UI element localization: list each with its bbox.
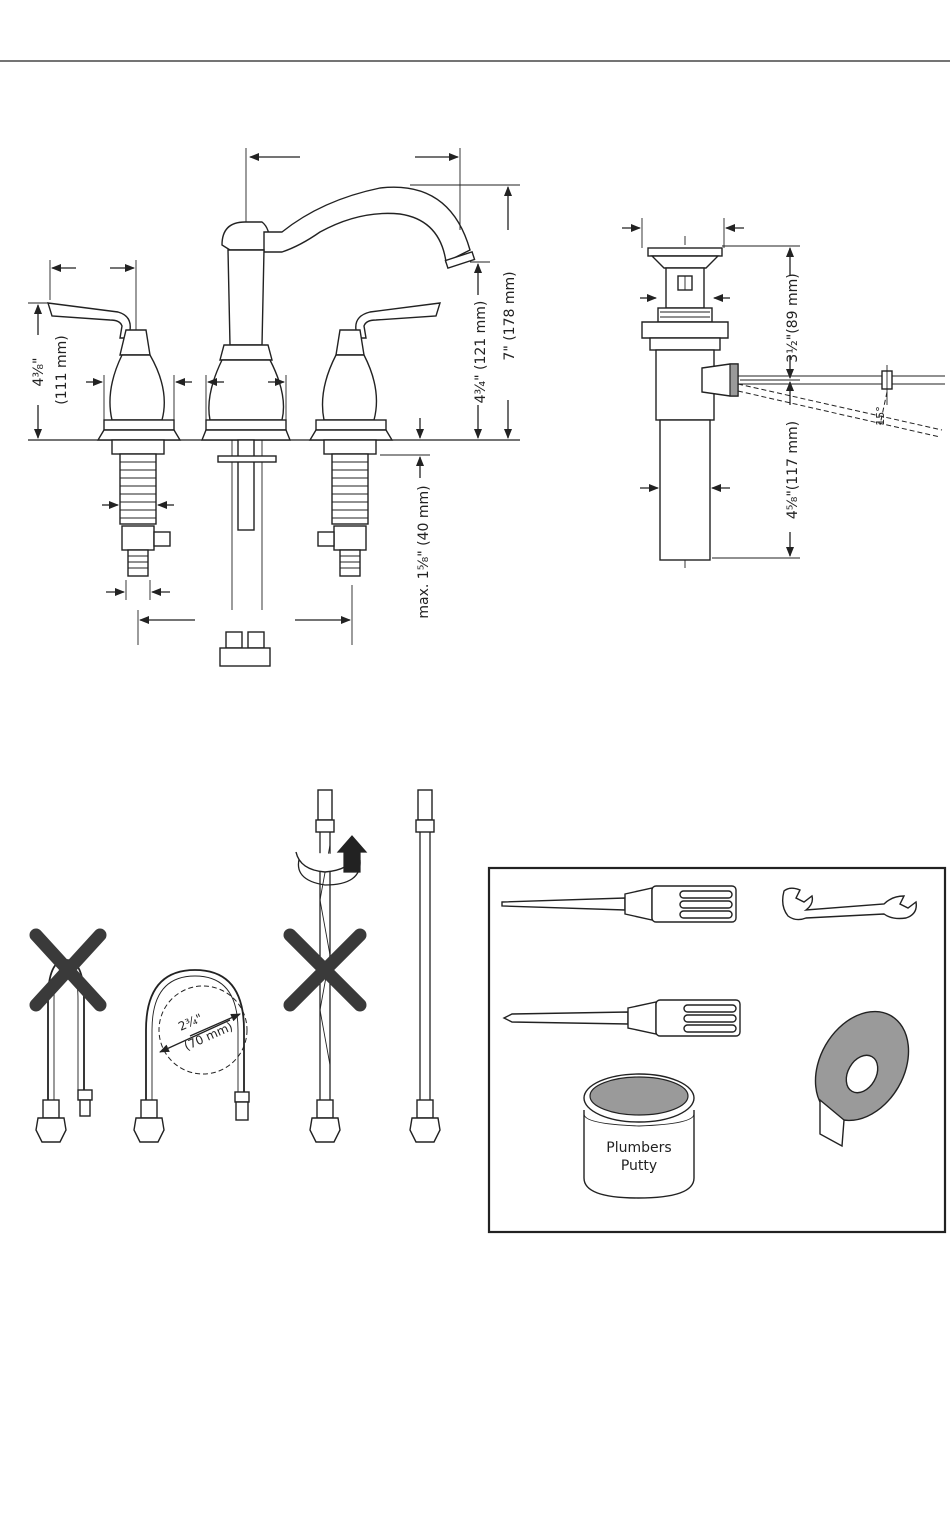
drain-angle-label: 15°	[874, 406, 887, 426]
faucet-handle-height-mm-label: (111 mm)	[54, 335, 70, 404]
faucet-dimension-diagram: 4³⁄₈" (111 mm) 4³⁄₄" (121 mm) 7" (178 mm…	[28, 148, 520, 666]
faucet-overall-height-label: 7" (178 mm)	[502, 271, 518, 360]
faucet-spout-height-label: 4³⁄₄" (121 mm)	[473, 301, 489, 404]
supply-line-correct-straight	[410, 790, 440, 1142]
drain-lower-dimension-label: 4⁵⁄₈"(117 mm)	[785, 421, 801, 519]
supply-line-wrong-kink	[36, 935, 100, 1142]
putty-can-icon: Plumbers Putty	[584, 1074, 694, 1198]
supply-line-correct-bend: 2³⁄₄" (70 mm)	[134, 970, 249, 1142]
putty-label-line1: Plumbers	[606, 1140, 671, 1156]
putty-label-line2: Putty	[621, 1158, 657, 1174]
faucet-handle-height-label: 4³⁄₈"	[31, 358, 47, 387]
drain-dimension-diagram: 3¹⁄₂"(89 mm) 4⁵⁄₈"(117 mm) 15°	[622, 218, 945, 570]
required-tools-box: Plumbers Putty	[489, 868, 945, 1232]
drain-upper-dimension-label: 3¹⁄₂"(89 mm)	[785, 273, 801, 362]
bend-radius-label: 2³⁄₄"	[176, 1011, 204, 1034]
supply-lines-diagram: 2³⁄₄" (70 mm)	[36, 790, 440, 1142]
supply-line-wrong-twist	[290, 790, 366, 1142]
faucet-max-deck-label: max. 1⁵⁄₈" (40 mm)	[416, 485, 432, 618]
